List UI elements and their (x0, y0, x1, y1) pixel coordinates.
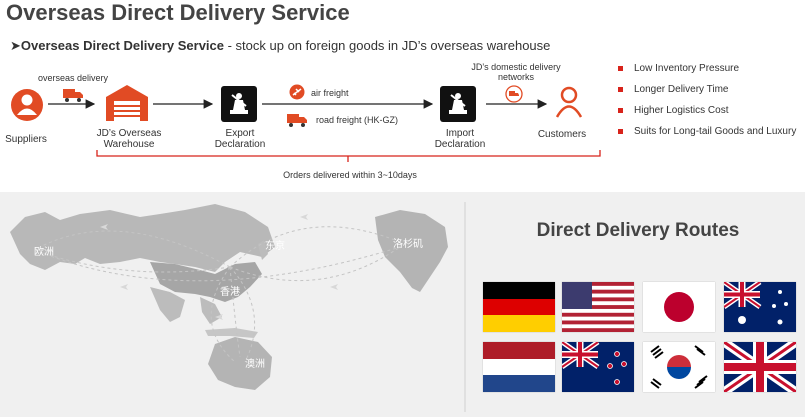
europe-landmass (10, 204, 275, 272)
orders-delivered-label: Orders delivered within 3~10days (283, 170, 417, 180)
map-label-europe: 欧洲 (34, 247, 54, 258)
customers-label: Customers (537, 129, 587, 140)
feature-item: Low Inventory Pressure (618, 62, 796, 83)
customer-person-icon (555, 86, 583, 118)
page-subtitle: ➤Overseas Direct Delivery Service - stoc… (10, 38, 550, 54)
supplier-person-icon (11, 89, 43, 121)
subtitle-bold: Overseas Direct Delivery Service (20, 38, 224, 53)
feature-list: Low Inventory Pressure Longer Delivery T… (618, 62, 796, 146)
truck-icon (63, 89, 83, 102)
import-declaration-label: Import Declaration (434, 128, 486, 150)
suppliers-label: Suppliers (5, 134, 47, 145)
routes-title: Direct Delivery Routes (536, 220, 740, 241)
germany-flag (483, 282, 555, 332)
map-label-los-angeles: 洛杉矶 (393, 239, 423, 250)
indonesia-landmass (205, 328, 258, 338)
export-declaration-icon (221, 86, 257, 122)
page-title: Overseas Direct Delivery Service (6, 0, 350, 25)
world-map (10, 202, 466, 412)
netherlands-flag (483, 342, 555, 392)
map-label-australia: 澳洲 (245, 359, 265, 370)
delivery-van-icon (505, 85, 523, 103)
orders-bracket (96, 150, 601, 162)
new-zealand-flag (562, 342, 634, 392)
uk-flag (724, 342, 796, 392)
south-korea-flag (643, 342, 715, 392)
import-declaration-icon (440, 86, 476, 122)
warehouse-label: JD’s Overseas Warehouse (96, 128, 162, 150)
feature-item: Higher Logistics Cost (618, 104, 796, 125)
australia-flag (724, 282, 796, 332)
subtitle-marker: ➤ (10, 38, 21, 53)
usa-flag (562, 282, 634, 332)
overseas-delivery-label: overseas delivery (37, 73, 109, 83)
warehouse-icon (106, 85, 148, 121)
flow-connectors (48, 99, 601, 162)
map-label-tokyo: 东京 (265, 241, 285, 252)
plane-markers (100, 214, 338, 320)
export-declaration-label: Export Declaration (214, 128, 266, 150)
map-label-hong-kong: 香港 (220, 287, 240, 298)
se-asia-landmass (200, 297, 222, 324)
subtitle-rest: - stock up on foreign goods in JD’s over… (224, 38, 551, 53)
feature-item: Suits for Long-tail Goods and Luxury (618, 125, 796, 146)
north-america-landmass (375, 210, 448, 292)
road-truck-icon (287, 114, 307, 127)
domestic-networks-label: JD’s domestic delivery networks (471, 62, 561, 82)
route-lines (39, 226, 401, 363)
road-freight-label: road freight (HK-GZ) (316, 115, 399, 125)
japan-flag (643, 282, 715, 332)
airplane-icon (289, 84, 305, 100)
air-freight-label: air freight (311, 88, 349, 98)
feature-item: Longer Delivery Time (618, 83, 796, 104)
south-asia-landmass (150, 287, 185, 322)
